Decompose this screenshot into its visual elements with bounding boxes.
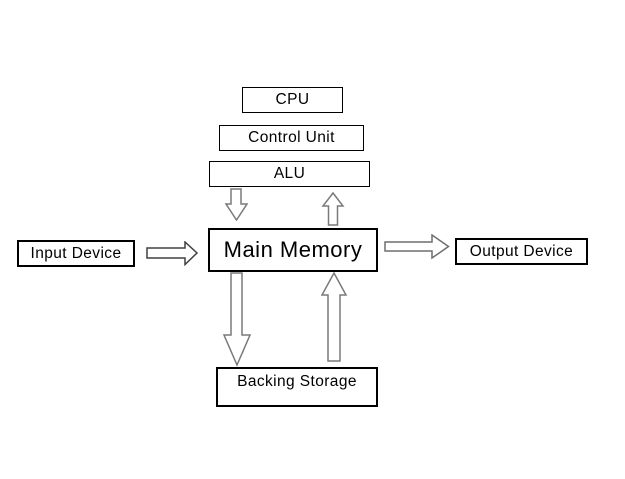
arrow-input-device-to-main-memory-icon: [146, 241, 199, 266]
node-cpu: CPU: [242, 87, 343, 113]
node-output-device-label: Output Device: [469, 242, 574, 260]
arrow-main-memory-to-alu-shape: [321, 191, 345, 226]
arrow-backing-storage-to-main-memory-shape: [321, 272, 348, 362]
node-backing-storage-label: Backing Storage: [237, 372, 357, 390]
arrow-backing-storage-to-main-memory-icon: [321, 272, 348, 362]
node-main-memory: Main Memory: [208, 228, 378, 272]
arrow-alu-to-main-memory-down-icon: [225, 188, 248, 221]
arrow-main-memory-to-backing-storage-icon: [223, 272, 251, 367]
node-input-device: Input Device: [17, 240, 135, 267]
node-main-memory-label: Main Memory: [223, 237, 363, 262]
node-alu-label: ALU: [273, 165, 306, 182]
node-control-unit: Control Unit: [219, 125, 364, 151]
node-cpu-label: CPU: [275, 91, 310, 108]
arrow-main-memory-to-output-device-icon: [384, 234, 450, 260]
node-control-unit-label: Control Unit: [248, 129, 335, 146]
node-input-device-label: Input Device: [30, 244, 122, 262]
node-backing-storage: Backing Storage: [216, 367, 378, 407]
node-output-device: Output Device: [455, 238, 588, 265]
arrow-alu-to-main-memory-shape: [225, 188, 248, 221]
arrow-main-memory-to-alu-up-icon: [321, 191, 345, 226]
node-alu: ALU: [209, 161, 370, 187]
arrow-main-memory-to-backing-storage-shape: [223, 272, 251, 367]
arrow-main-memory-to-output-device-shape: [384, 234, 450, 260]
arrow-input-device-to-main-memory-shape: [146, 241, 199, 266]
